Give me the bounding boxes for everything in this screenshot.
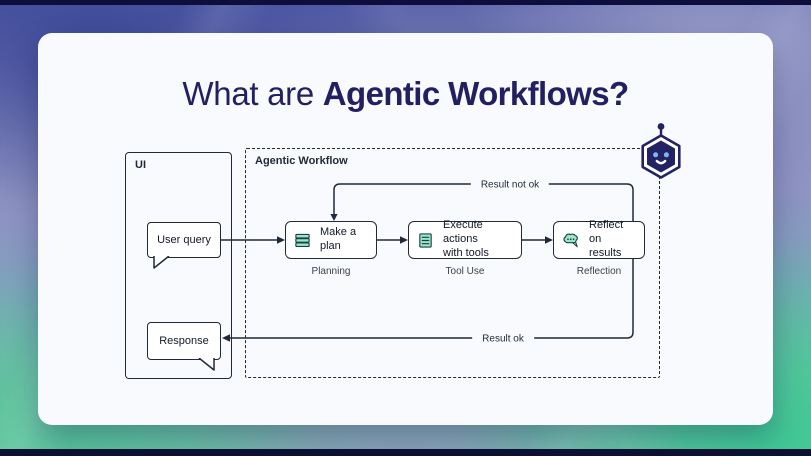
step-sublabel-tool-use: Tool Use — [445, 266, 485, 277]
edge-label-result-ok: Result ok — [472, 332, 534, 346]
step-sublabel-reflection: Reflection — [576, 266, 622, 277]
response-bubble: Response — [147, 322, 221, 371]
speech-tail-icon — [198, 357, 215, 371]
document-list-icon — [419, 232, 432, 248]
step-label: Execute actions with tools — [443, 219, 489, 259]
step-label: Make a plan — [320, 226, 357, 252]
letterbox-top — [0, 0, 811, 5]
list-stack-icon — [295, 233, 310, 247]
agentic-workflow-label: Agentic Workflow — [255, 155, 348, 167]
step-reflect-on-results: Reflect on results Reflection — [553, 219, 645, 277]
ui-container-label: UI — [135, 159, 146, 171]
edge-label-result-not-ok: Result not ok — [470, 178, 550, 192]
thought-bubble-icon — [563, 233, 578, 248]
title-bold: Agentic Workflows? — [322, 75, 629, 112]
step-label: Reflect on results — [589, 219, 624, 259]
slide-card: What are Agentic Workflows? UI Agentic W… — [38, 33, 773, 425]
title-regular: What are — [182, 75, 323, 112]
speech-tail-icon — [153, 255, 170, 269]
robot-hexagon-logo-icon — [641, 123, 681, 179]
user-query-bubble: User query — [147, 222, 221, 269]
agentic-workflow-container: Agentic Workflow — [245, 148, 660, 378]
page-title: What are Agentic Workflows? — [38, 75, 773, 113]
step-execute-actions: Execute actions with tools Tool Use — [408, 219, 522, 277]
step-sublabel-planning: Planning — [311, 266, 351, 277]
user-query-label: User query — [157, 234, 211, 246]
step-make-a-plan: Make a plan Planning — [285, 221, 377, 277]
letterbox-bottom — [0, 449, 811, 456]
response-label: Response — [159, 335, 209, 347]
